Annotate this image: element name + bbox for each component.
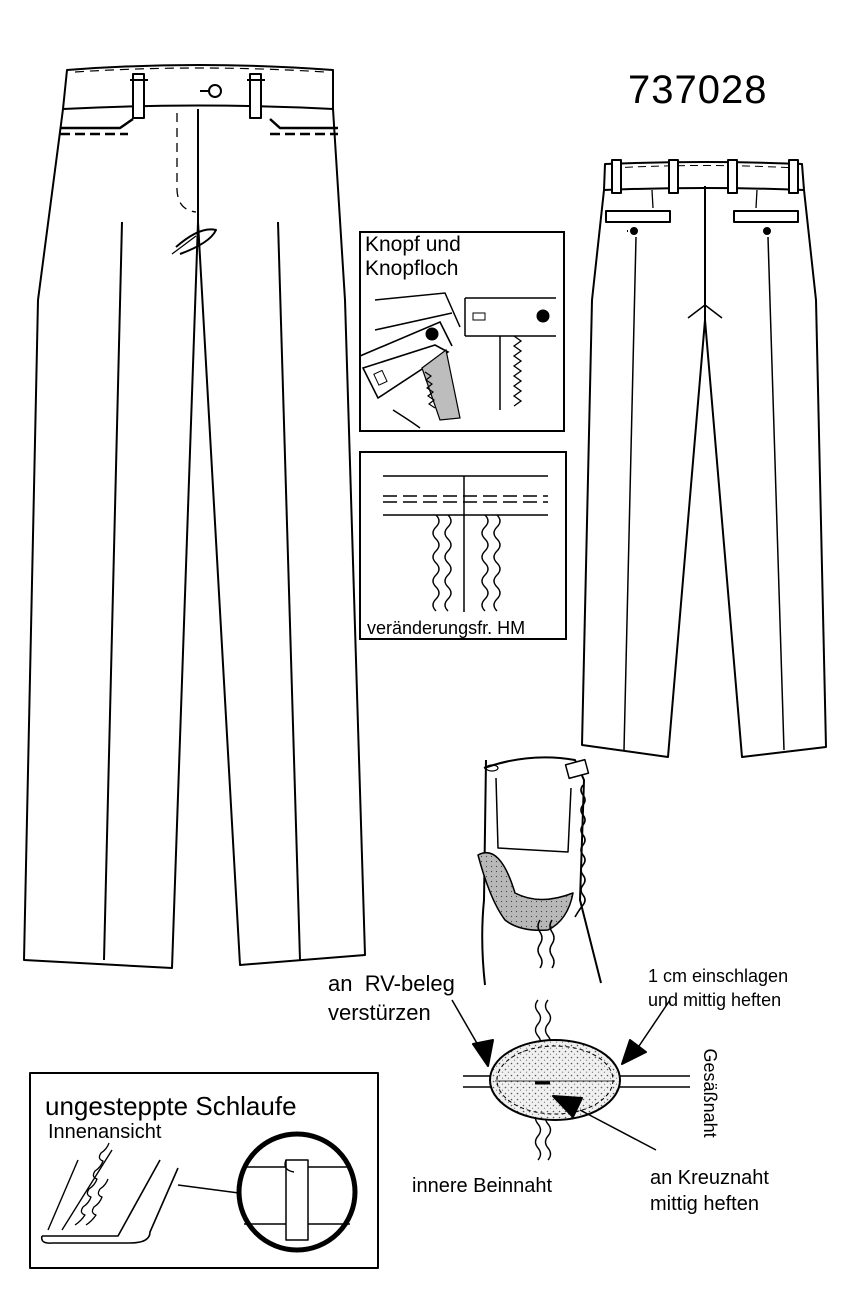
- hem-detail-label: veränderungsfr. HM: [367, 618, 526, 638]
- crotch-seam-label: an Kreuznaht mittig heften: [650, 1165, 769, 1217]
- crotch-seam-line2: mittig heften: [650, 1193, 759, 1215]
- front-view-pants: [23, 64, 366, 969]
- zipper-facing-label: an RV-beleg verstürzen: [328, 970, 455, 1027]
- seat-seam-label: Gesäßnaht: [700, 1048, 721, 1138]
- crotch-seam-line1: an Kreuznaht: [650, 1167, 769, 1189]
- zipper-facing-label-line2: verstürzen: [328, 999, 431, 1025]
- zipper-detail: [451, 756, 690, 1161]
- zipper-facing-label-line1: an RV-beleg: [328, 971, 455, 996]
- model-number: 737028: [628, 68, 768, 112]
- loop-subtitle: Innenansicht: [48, 1121, 162, 1143]
- button-detail-title-line2: Knopfloch: [365, 256, 459, 280]
- fold-instruction-label: 1 cm einschlagen und mittig heften: [648, 964, 788, 1013]
- fold-instruction-line1: 1 cm einschlagen: [648, 966, 789, 986]
- button-detail-box: [359, 231, 565, 432]
- back-view-pants: [581, 159, 827, 758]
- button-detail-title-line1: Knopf und: [365, 233, 461, 256]
- fold-instruction-line2: und mittig heften: [648, 990, 782, 1011]
- loop-title: ungesteppte Schlaufe: [45, 1091, 297, 1121]
- loop-detail-box: [29, 1072, 379, 1269]
- button-detail-title: Knopf und Knopfloch: [365, 233, 461, 280]
- inner-leg-seam-label: innere Beinnaht: [412, 1175, 553, 1197]
- hem-detail-box: [359, 451, 567, 640]
